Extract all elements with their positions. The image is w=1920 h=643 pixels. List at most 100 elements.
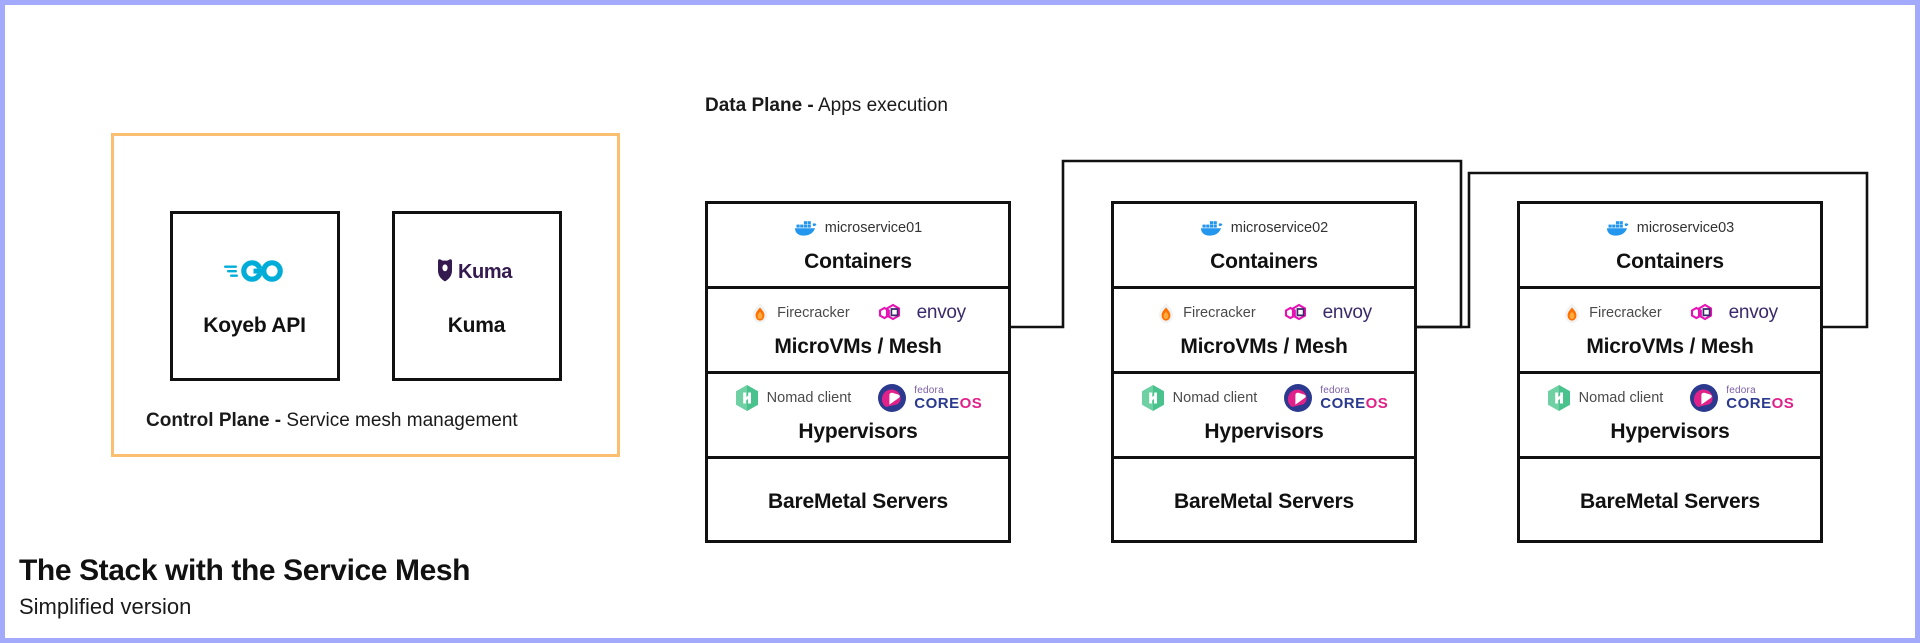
layer-baremetal-servers[interactable]: BareMetal Servers — [1114, 459, 1414, 540]
layer-title: Containers — [1210, 250, 1318, 273]
badge-label: Firecracker — [777, 305, 850, 321]
control-plane-box-title: Koyeb API — [203, 314, 306, 337]
data-plane-heading-bold: Data Plane - — [705, 95, 814, 116]
badge-label: Nomad client — [766, 390, 852, 406]
layer-microvms-mesh[interactable]: Firecracker envoy MicroVMs / Mesh — [708, 289, 1008, 374]
kuma-logo-icon: Kuma — [434, 254, 520, 288]
badge-label: envoy — [1322, 302, 1373, 323]
layer-title: MicroVMs / Mesh — [774, 335, 942, 358]
badge-label: microservice03 — [1636, 220, 1735, 236]
layer-title: MicroVMs / Mesh — [1180, 335, 1348, 358]
nomad-hexagon-icon — [1141, 385, 1164, 411]
layer-badges: Nomad client fedora COREOS — [1114, 383, 1414, 413]
layer-title: Containers — [1616, 250, 1724, 273]
badge-nomad: Nomad client — [734, 384, 852, 412]
fedora-coreos-wordmark: fedora COREOS — [1320, 384, 1388, 411]
badge-label: envoy — [916, 302, 967, 323]
docker-whale-icon — [794, 221, 817, 236]
diagram-title: The Stack with the Service Mesh — [19, 554, 471, 587]
os-word: OS — [1771, 394, 1795, 412]
badge-envoy: envoy — [1282, 300, 1372, 326]
badge-label: microservice02 — [1230, 220, 1329, 236]
control-plane-box-kuma[interactable]: Kuma Kuma — [391, 211, 562, 381]
fedora-coreos-wordmark: fedora COREOS — [914, 384, 983, 412]
badge-envoy: envoy — [1688, 300, 1778, 326]
layer-microvms-mesh[interactable]: Firecracker envoy MicroVMs / Mesh — [1520, 289, 1820, 374]
layer-baremetal-servers[interactable]: BareMetal Servers — [1520, 459, 1820, 540]
core-word: CORE — [1726, 394, 1772, 412]
badge-label: Firecracker — [1183, 305, 1256, 321]
control-plane-box-koyeb-api[interactable]: Koyeb API — [169, 211, 340, 381]
stack-microservice03: microservice03 Containers Firecracker — [1517, 201, 1823, 543]
envoy-hexagon-icon — [878, 303, 900, 321]
badge-docker: microservice03 — [1606, 218, 1735, 238]
firecracker-flame-icon — [753, 303, 768, 323]
control-plane-caption: Control Plane - Service mesh management — [146, 410, 518, 432]
fedora-coreos-icon — [1690, 384, 1719, 412]
layer-title: Hypervisors — [1610, 420, 1730, 443]
control-plane-caption-rest: Service mesh management — [281, 410, 518, 431]
fedora-coreos-wordmark: fedora COREOS — [1726, 384, 1795, 412]
stack-microservice01: microservice01 Containers Firecracker — [705, 201, 1011, 543]
docker-whale-icon — [1200, 221, 1223, 236]
os-word: OS — [959, 394, 983, 412]
envoy-hexagon-icon — [1284, 303, 1306, 321]
badge-nomad: Nomad client — [1140, 384, 1258, 412]
nomad-hexagon-icon — [735, 385, 758, 411]
layer-containers[interactable]: microservice03 Containers — [1520, 204, 1820, 289]
layer-title: BareMetal Servers — [1174, 490, 1354, 513]
badge-label: Nomad client — [1172, 390, 1258, 406]
layer-badges: microservice02 — [1114, 213, 1414, 243]
layer-title: BareMetal Servers — [768, 490, 948, 513]
layer-hypervisors[interactable]: Nomad client fedora COREOS — [1114, 374, 1414, 459]
layer-title: MicroVMs / Mesh — [1586, 335, 1754, 358]
svg-text:Kuma: Kuma — [458, 261, 513, 283]
layer-hypervisors[interactable]: Nomad client fedora COREOS — [1520, 374, 1820, 459]
firecracker-flame-icon — [1565, 303, 1580, 323]
layer-title: Containers — [804, 250, 912, 273]
badge-fedora-coreos: fedora COREOS — [1689, 383, 1794, 413]
firecracker-flame-icon — [1159, 303, 1174, 323]
badge-label: envoy — [1728, 302, 1779, 323]
badge-docker: microservice02 — [1200, 218, 1329, 238]
control-plane-box-title: Kuma — [447, 314, 506, 337]
layer-containers[interactable]: microservice01 Containers — [708, 204, 1008, 289]
badge-label: Nomad client — [1578, 390, 1664, 406]
data-plane-heading-rest: Apps execution — [813, 95, 948, 116]
layer-hypervisors[interactable]: Nomad client fedora COREOS — [708, 374, 1008, 459]
layer-badges: Firecracker envoy — [1114, 298, 1414, 328]
envoy-hexagon-icon — [1690, 303, 1712, 321]
fedora-word: fedora — [1320, 384, 1350, 396]
fedora-word: fedora — [1726, 384, 1756, 396]
control-plane-boxes: Koyeb API Kuma Kuma — [114, 136, 617, 381]
fedora-coreos-icon — [878, 384, 907, 412]
layer-badges: Nomad client fedora COREOS — [708, 383, 1008, 413]
layer-title: BareMetal Servers — [1580, 490, 1760, 513]
layer-title: Hypervisors — [798, 420, 918, 443]
control-plane-caption-bold: Control Plane - — [146, 410, 282, 431]
layer-badges: Firecracker envoy — [1520, 298, 1820, 328]
nomad-hexagon-icon — [1547, 385, 1570, 411]
badge-docker: microservice01 — [794, 218, 923, 238]
data-plane-heading: Data Plane - Apps execution — [705, 95, 948, 117]
os-word: OS — [1365, 394, 1389, 412]
layer-baremetal-servers[interactable]: BareMetal Servers — [708, 459, 1008, 540]
layer-containers[interactable]: microservice02 Containers — [1114, 204, 1414, 289]
diagram-footer: The Stack with the Service Mesh Simplifi… — [19, 554, 470, 620]
fedora-word: fedora — [914, 384, 944, 396]
badge-label: Firecracker — [1589, 305, 1662, 321]
badge-firecracker: Firecracker — [750, 302, 850, 324]
go-logo-icon — [223, 254, 286, 288]
fedora-coreos-icon — [1284, 384, 1313, 412]
badge-label: microservice01 — [824, 220, 923, 236]
layer-badges: Nomad client fedora COREOS — [1520, 383, 1820, 413]
layer-badges: Firecracker envoy — [708, 298, 1008, 328]
badge-firecracker: Firecracker — [1156, 302, 1256, 324]
coreos-word: COREOS — [1320, 396, 1388, 411]
layer-badges: microservice03 — [1520, 213, 1820, 243]
layer-microvms-mesh[interactable]: Firecracker envoy MicroVMs / Mesh — [1114, 289, 1414, 374]
layer-badges: microservice01 — [708, 213, 1008, 243]
control-plane-group: Koyeb API Kuma Kuma Control Plane - Serv… — [111, 133, 620, 457]
layer-title: Hypervisors — [1204, 420, 1324, 443]
